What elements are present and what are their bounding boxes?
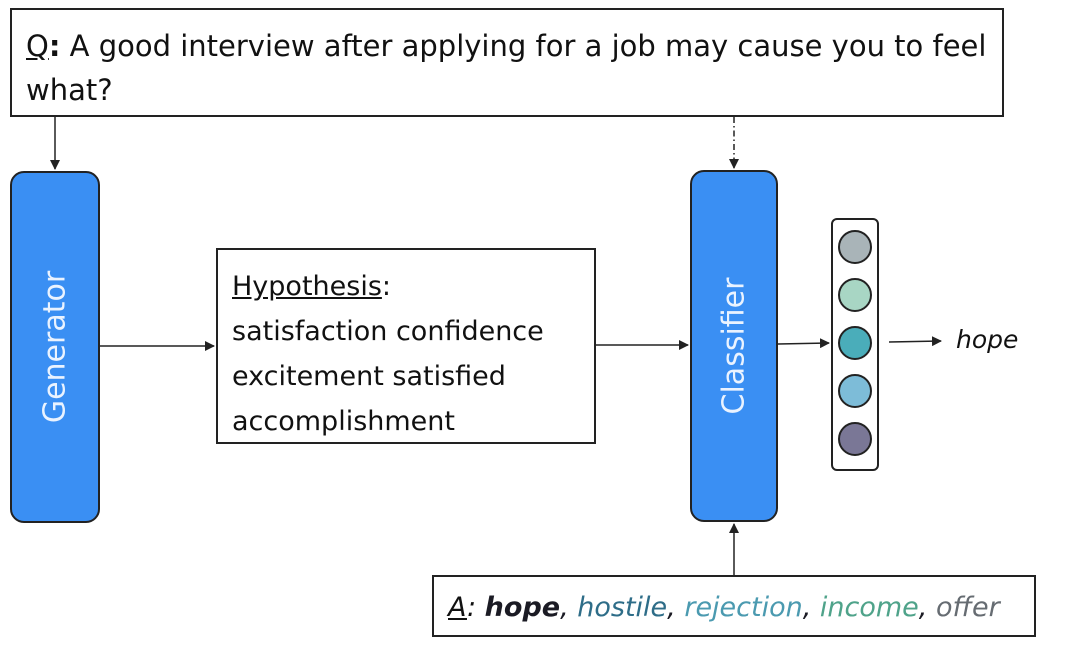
answer-choice-separator: , (667, 592, 685, 623)
answer-choice: hostile (577, 592, 668, 623)
hypothesis-line: satisfaction confidence (232, 316, 544, 347)
probability-dot (838, 422, 872, 456)
hypothesis-box: Hypothesis: satisfaction confidence exci… (216, 248, 596, 444)
question-prefix: Q (26, 29, 49, 63)
answer-choices-box: A: hope, hostile, rejection, income, off… (432, 575, 1036, 637)
classifier-label: Classifier (716, 277, 752, 415)
answer-choice: income (819, 592, 919, 623)
probability-dot (838, 278, 872, 312)
generator-module: Generator (10, 171, 100, 523)
hypothesis-line: accomplishment (232, 406, 455, 437)
probability-vector (831, 218, 879, 471)
answer-prefix: A (448, 592, 467, 623)
arrow-probabilities-to-output (888, 336, 942, 347)
arrow-classifier-to-probabilities (777, 338, 830, 349)
answer-choice-separator: , (560, 592, 578, 623)
probability-dot (838, 374, 872, 408)
answer-choice: rejection (684, 592, 803, 623)
answer-choices: hope, hostile, rejection, income, offer (485, 592, 1000, 623)
question-separator: : (48, 29, 61, 63)
question-box: Q: A good interview after applying for a… (10, 8, 1004, 117)
probability-dot (838, 326, 872, 360)
hypothesis-separator: : (381, 271, 391, 302)
question-text: A good interview after applying for a jo… (26, 29, 987, 107)
answer-choice: offer (935, 592, 1000, 623)
hypothesis-line: excitement satisfied (232, 361, 506, 392)
classifier-module: Classifier (690, 170, 778, 522)
answer-choice-separator: , (802, 592, 820, 623)
hypothesis-title: Hypothesis (232, 271, 382, 302)
answer-choice: hope (484, 592, 561, 623)
output-label: hope (956, 325, 1019, 354)
answer-choice-separator: , (918, 592, 936, 623)
answer-separator: : (466, 592, 485, 623)
generator-label: Generator (37, 270, 73, 424)
probability-dot (838, 230, 872, 264)
